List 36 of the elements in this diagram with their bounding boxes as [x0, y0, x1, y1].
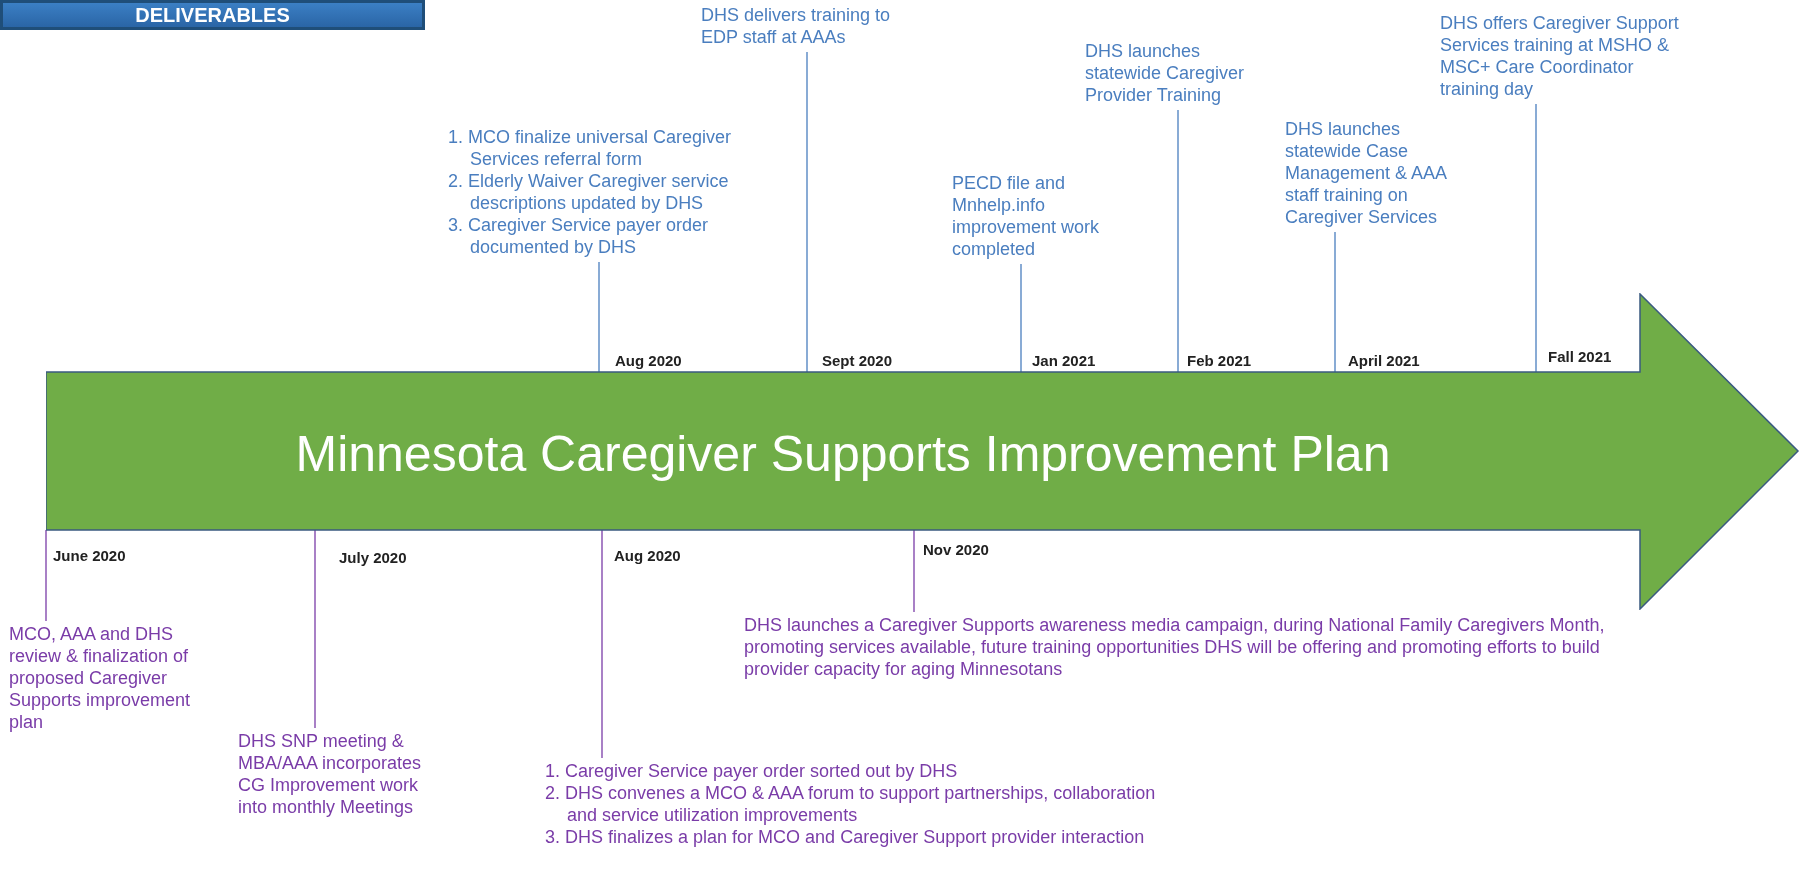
date-label: July 2020: [339, 549, 407, 566]
leader-line: [601, 529, 603, 759]
list-item: 1. MCO finalize universal Caregiver Services referral form: [448, 126, 733, 170]
list-item: 3. DHS finalizes a plan for MCO and Caregiver Support provider interaction: [545, 826, 1146, 848]
milestone-text: MCO, AAA and DHS review & finalization of proposed Caregiver Supports improvement plan: [9, 623, 192, 733]
leader-line: [1334, 231, 1336, 373]
date-label: April 2021: [1348, 352, 1420, 369]
milestone-text: DHS SNP meeting & MBA/AAA incorporates CG Improvement work into monthly Meetings: [238, 730, 423, 818]
date-label: Nov 2020: [923, 541, 989, 558]
leader-line: [598, 261, 600, 373]
leader-line: [806, 51, 808, 373]
milestone-text: PECD file and Mnhelp.info improvement work completed: [952, 172, 1101, 260]
date-label: Feb 2021: [1187, 352, 1252, 369]
milestone-text: DHS launches statewide Case Management & AAA staff training on Caregiver Services: [1285, 118, 1448, 228]
milestone-text: DHS delivers training to EDP staff at AAAs: [701, 4, 892, 48]
date-label: Sept 2020: [822, 352, 893, 369]
list-item: 3. Caregiver Service payer order documented by DHS: [448, 214, 710, 258]
leader-line: [913, 529, 915, 613]
leader-line: [1535, 103, 1537, 373]
list-item: 2. Elderly Waiver Caregiver service descriptions updated by DHS: [448, 170, 730, 214]
milestone-text: DHS offers Caregiver Support Services training at MSHO & MSC+ Care Coordinator training day: [1440, 12, 1680, 100]
milestone-text: DHS launches a Caregiver Supports awareness media campaign, during National Family Caregivers Month, promoting services available, future training opportunities DHS will be offering and promoting efforts to build provider capacity for aging Minnesotans: [744, 614, 1606, 680]
date-label: Fall 2021: [1548, 348, 1612, 365]
leader-line: [45, 529, 47, 622]
leader-line: [1020, 263, 1022, 373]
date-label: Aug 2020: [614, 547, 681, 564]
date-label: Aug 2020: [615, 352, 682, 369]
leader-line: [1177, 109, 1179, 373]
date-label: June 2020: [53, 547, 126, 564]
list-item: 2. DHS convenes a MCO & AAA forum to support partnerships, collaboration and service utilization improvements: [545, 782, 1157, 826]
list-item: 1. Caregiver Service payer order sorted out by DHS: [545, 760, 959, 782]
milestone-text: DHS launches statewide Caregiver Provider Training: [1085, 40, 1246, 106]
timeline-title: Minnesota Caregiver Supports Improvement Plan: [295, 426, 1391, 482]
leader-line: [314, 529, 316, 729]
date-label: Jan 2021: [1032, 352, 1096, 369]
heading-banner: DELIVERABLES: [0, 0, 425, 30]
